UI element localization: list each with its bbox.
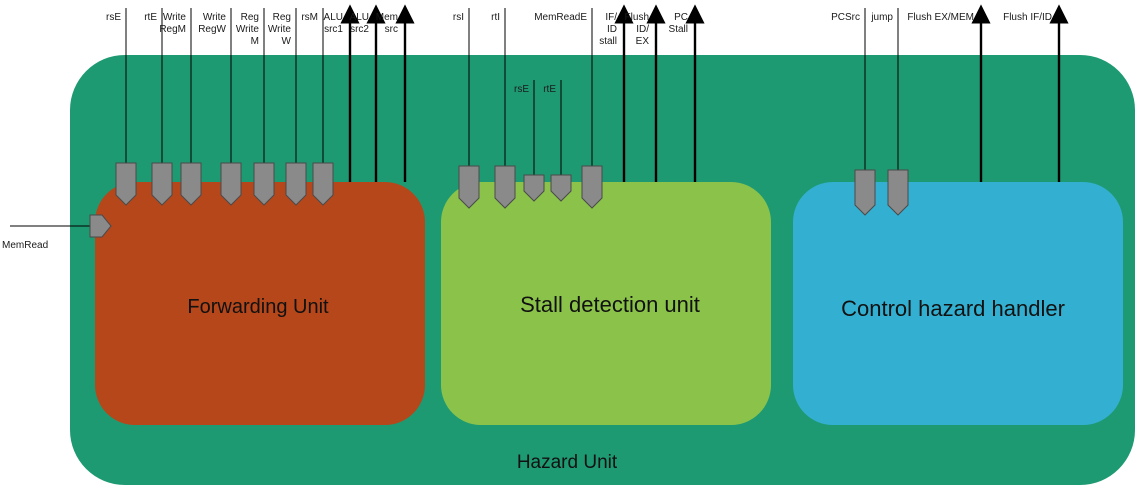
hazard-unit-title: Hazard Unit xyxy=(517,452,618,473)
input-connectors xyxy=(89,162,909,238)
forwarding-unit-connector-regwritew xyxy=(285,162,307,206)
forwarding-unit-connector-rsm xyxy=(312,162,334,206)
stall-unit-input-label-rse: rsE xyxy=(514,84,529,95)
control-unit-input-label-pcsrc: PCSrc xyxy=(831,12,860,23)
stall-detection-unit-title: Stall detection unit xyxy=(520,292,700,317)
control-hazard-handler-box xyxy=(793,182,1123,425)
forwarding-unit-input-label-rte: rtE xyxy=(144,12,157,23)
forwarding-unit-input-label-rsm: rsM xyxy=(301,12,318,23)
forwarding-unit-box xyxy=(95,182,425,425)
control-unit-output-label-flush-if-id: Flush IF/ID xyxy=(1003,12,1052,23)
stall-detection-unit-box xyxy=(441,182,771,425)
stall-unit-connector-rse xyxy=(523,174,545,202)
memread-label: MemRead xyxy=(2,240,48,251)
signal-lines xyxy=(10,4,1069,227)
stall-unit-input-label-memreade: MemReadE xyxy=(534,12,587,23)
forwarding-unit-title: Forwarding Unit xyxy=(187,296,329,318)
forwarding-unit-connector-rte xyxy=(151,162,173,206)
control-unit-input-label-jump: jump xyxy=(870,12,893,23)
memread-connector xyxy=(89,214,112,238)
stall-unit-input-label-rsi: rsI xyxy=(453,12,464,23)
stall-unit-connector-rsi xyxy=(458,165,480,209)
forwarding-unit-connector-regwritem xyxy=(253,162,275,206)
forwarding-unit-input-label-rse: rsE xyxy=(106,12,121,23)
forwarding-unit-connector-writeregw xyxy=(220,162,242,206)
control-hazard-handler-title: Control hazard handler xyxy=(841,296,1065,321)
stall-unit-input-label-rte: rtE xyxy=(543,84,556,95)
forwarding-unit-connector-rse xyxy=(115,162,137,206)
stall-unit-connector-rte xyxy=(550,174,572,202)
control-unit-connector-jump xyxy=(887,169,909,216)
control-unit-output-label-flush-ex-mem: Flush EX/MEM xyxy=(907,12,974,23)
control-unit-connector-pcsrc xyxy=(854,169,876,216)
stall-unit-connector-memreade xyxy=(581,165,603,209)
stall-unit-input-label-rti: rtI xyxy=(491,12,500,23)
stall-unit-connector-rti xyxy=(494,165,516,209)
forwarding-unit-connector-writeregm xyxy=(180,162,202,206)
